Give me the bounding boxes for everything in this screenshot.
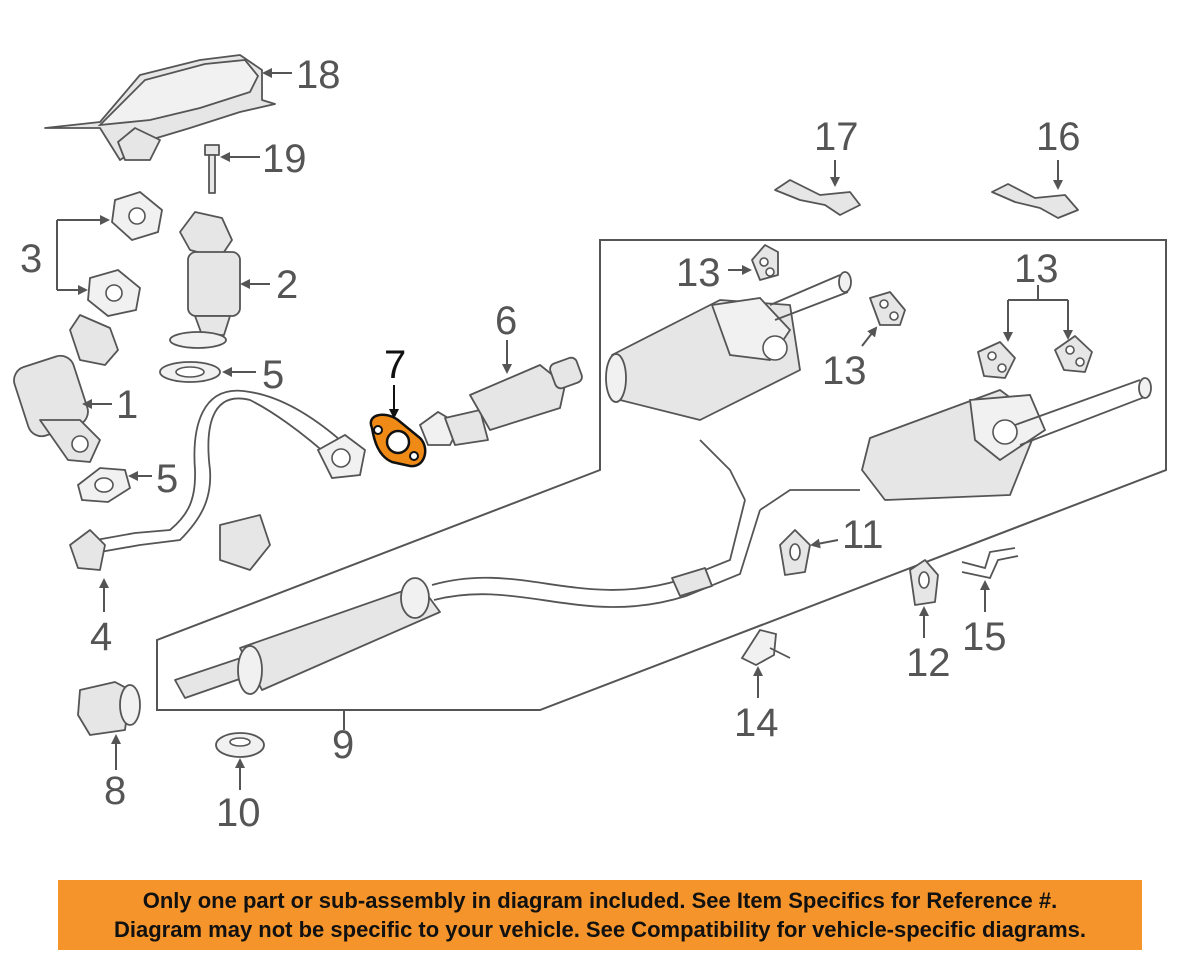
callout-12: 12 (906, 641, 951, 685)
part-5-gasket-upper (159, 361, 221, 383)
callout-5-lower: 5 (156, 457, 178, 501)
callout-2: 2 (276, 263, 298, 307)
part-19-bolt (204, 144, 220, 194)
disclaimer-banner: Only one part or sub-assembly in diagram… (58, 880, 1142, 950)
part-16-bracket (991, 183, 1079, 219)
part-13-hanger-b (869, 291, 906, 326)
part-4-front-pipe (69, 389, 366, 571)
part-10-grommet (215, 732, 265, 758)
part-7-flange-gasket-highlighted (369, 413, 427, 468)
callout-13-middle: 13 (822, 349, 867, 393)
disclaimer-line-2: Diagram may not be specific to your vehi… (114, 917, 1086, 942)
callout-1: 1 (116, 383, 138, 427)
callout-7: 7 (384, 343, 406, 387)
callout-11: 11 (842, 513, 884, 557)
part-15-bracket (961, 547, 1019, 580)
assembly-frame (156, 239, 1167, 711)
part-1-manifold-converter (13, 314, 119, 463)
part-11-hanger (779, 529, 811, 576)
callout-14: 14 (734, 701, 779, 745)
part-13-hanger-d (1054, 335, 1093, 373)
callout-18: 18 (296, 53, 341, 97)
callout-13-left: 13 (676, 251, 721, 295)
callout-15: 15 (962, 615, 1007, 659)
part-2-converter (169, 211, 241, 349)
callout-9: 9 (332, 723, 354, 767)
callout-5-upper: 5 (262, 353, 284, 397)
part-17-bracket (774, 179, 861, 216)
part-18-heat-shield (44, 54, 276, 161)
part-8-exhaust-tip (77, 681, 141, 736)
part-6-resonator (418, 356, 583, 446)
part-12-hanger (909, 559, 939, 606)
callout-13-right: 13 (1014, 247, 1059, 291)
callout-3: 3 (20, 237, 42, 281)
callout-labels: 18 19 3 2 5 1 5 4 6 7 8 10 9 11 12 14 15… (20, 53, 1081, 835)
callout-10: 10 (216, 791, 261, 835)
callout-8: 8 (104, 769, 126, 813)
part-5-gasket-lower (76, 467, 132, 503)
exhaust-parts-diagram: 18 19 3 2 5 1 5 4 6 7 8 10 9 11 12 14 15… (13, 53, 1167, 835)
callout-17: 17 (814, 115, 859, 159)
callout-19: 19 (262, 137, 307, 181)
disclaimer-line-1: Only one part or sub-assembly in diagram… (142, 888, 1058, 913)
callout-6: 6 (495, 299, 517, 343)
part-3-gaskets (87, 190, 163, 317)
part-14-clamp (740, 628, 791, 667)
part-13-hanger-c (977, 341, 1016, 379)
part-9-rear-exhaust-assembly (174, 271, 1152, 699)
part-13-hanger-a (751, 244, 779, 281)
callout-4: 4 (90, 615, 112, 659)
callout-16: 16 (1036, 115, 1081, 159)
leader-arrows (56, 68, 1073, 790)
